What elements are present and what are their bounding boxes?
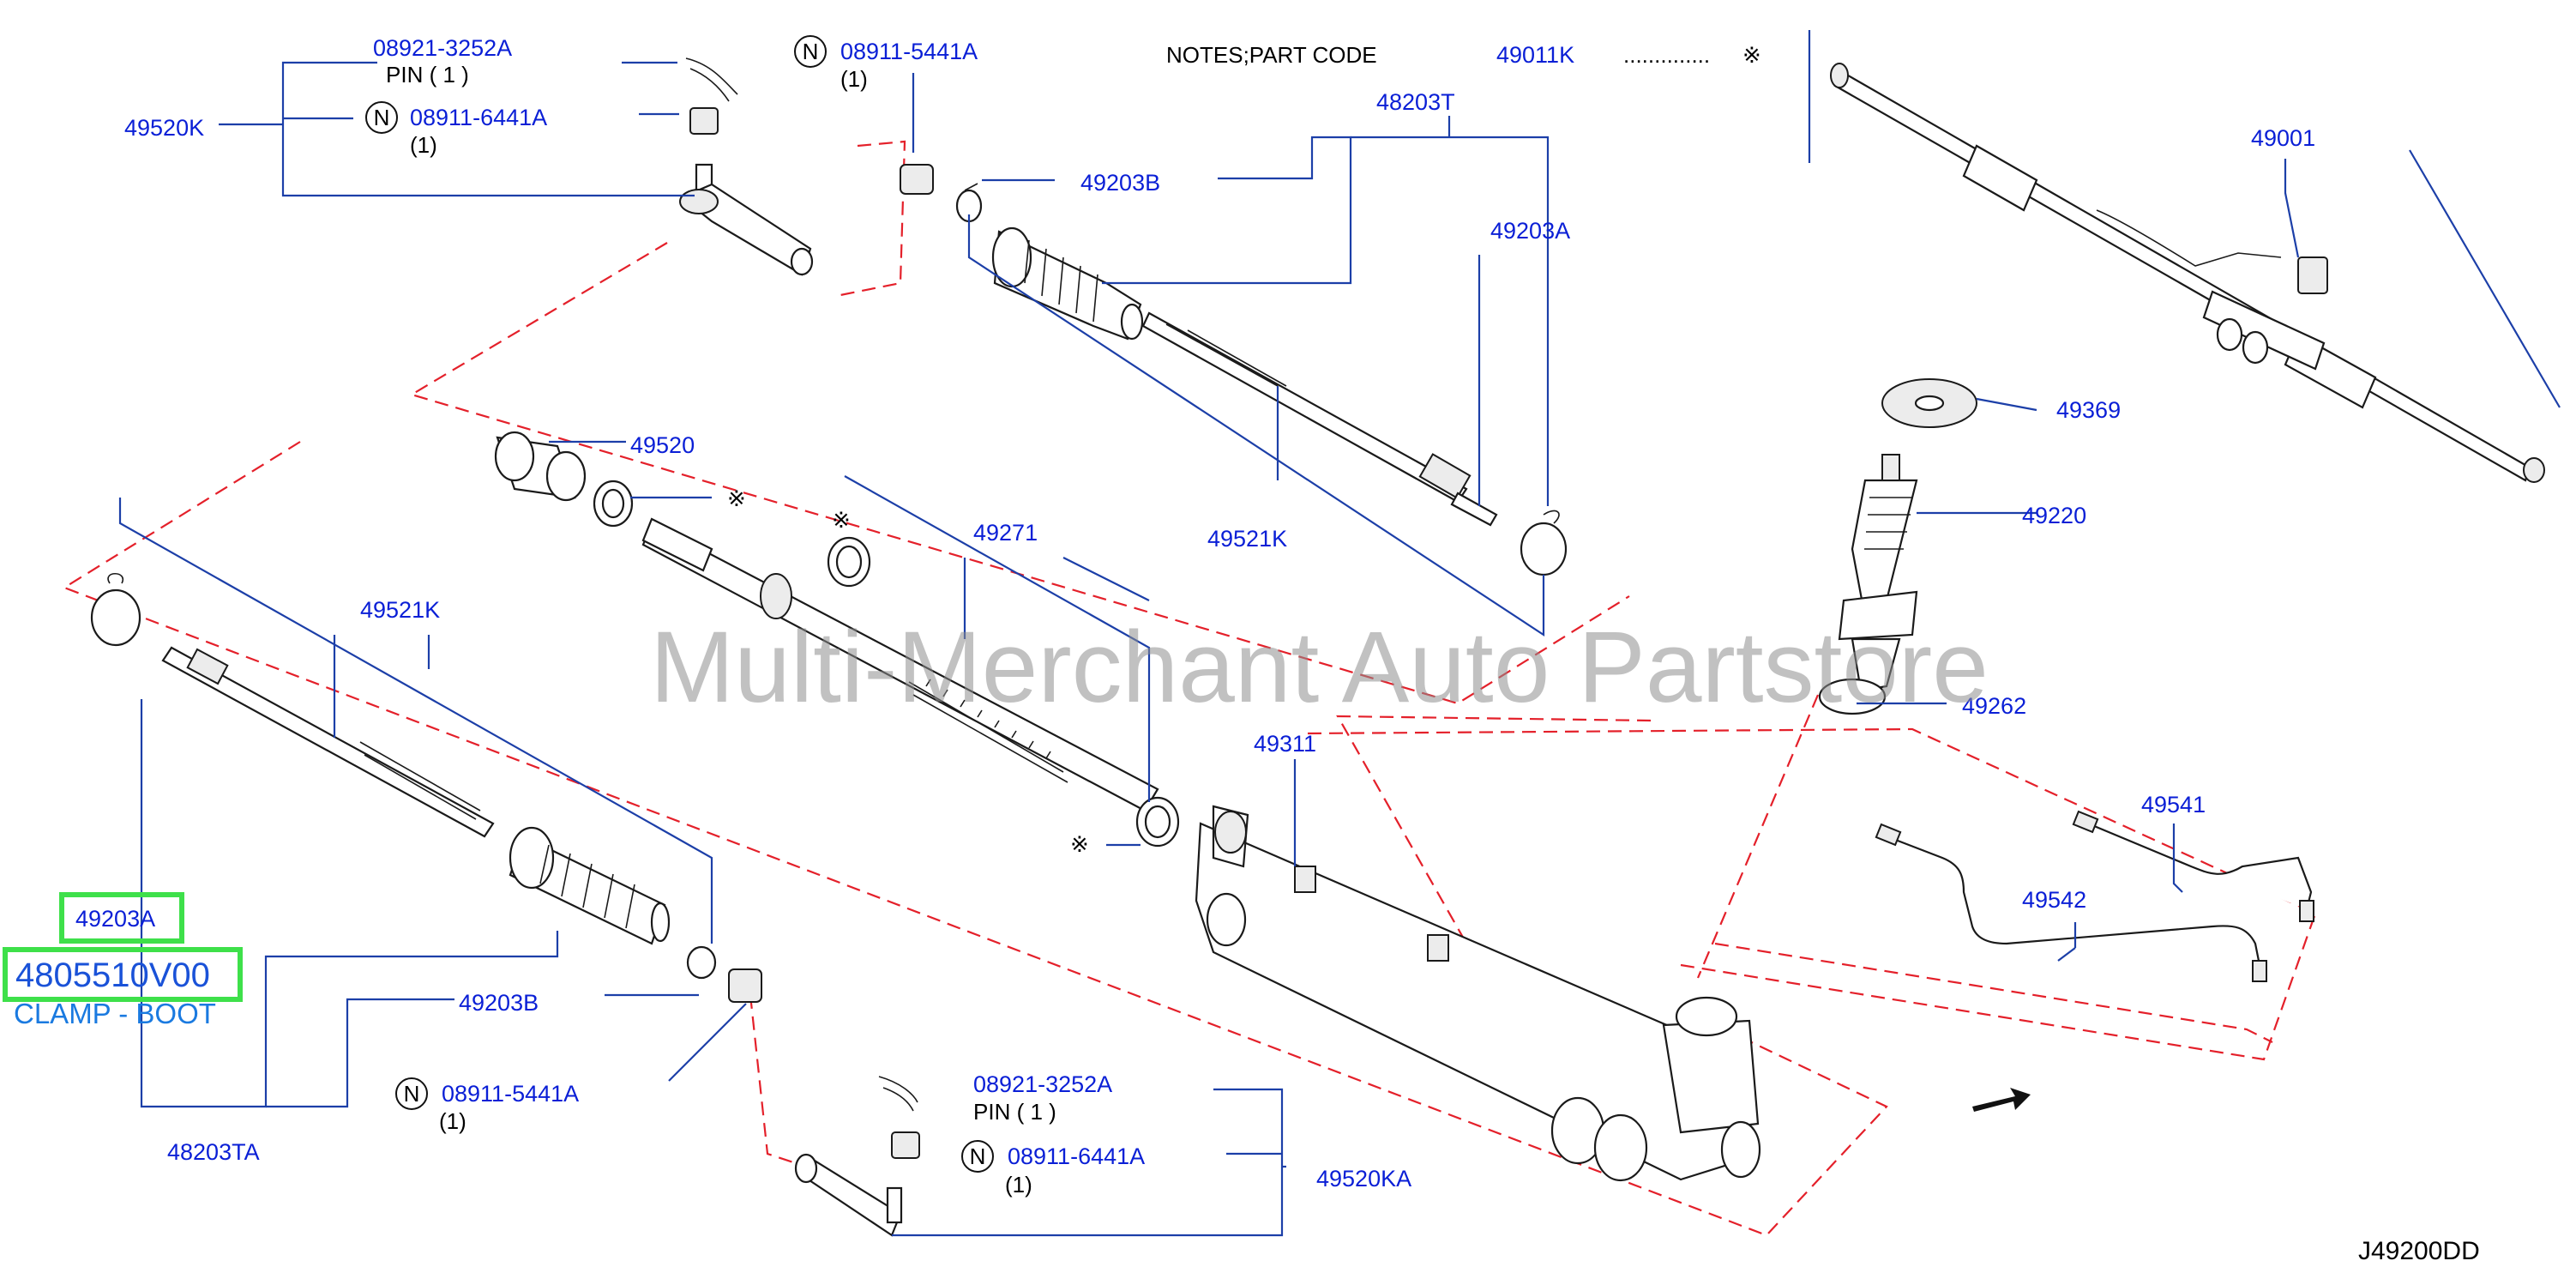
tie-rod-end-top xyxy=(679,57,814,276)
seal-ring-left xyxy=(593,480,634,528)
label-qty-6441A-bottom: (1) xyxy=(1005,1172,1032,1198)
tie-rod-end-bottom xyxy=(794,1076,920,1237)
label-49271: 49271 xyxy=(973,520,1038,546)
mark-seal-rack-end: ※ xyxy=(1070,831,1089,857)
label-48203TA: 48203TA xyxy=(167,1139,260,1165)
notes-label: NOTES;PART CODE xyxy=(1166,42,1377,68)
label-49520: 49520 xyxy=(630,432,695,458)
gear-housing-49311 xyxy=(1195,805,1761,1182)
clamp-boot-lower xyxy=(686,945,717,980)
watermark: Multi-Merchant Auto Partstore xyxy=(650,611,1989,724)
label-qty-6441A-top: (1) xyxy=(410,132,437,158)
leader-lines xyxy=(118,30,2561,1237)
label-49262: 49262 xyxy=(1962,693,2026,719)
n-symbol-c: N xyxy=(404,1081,420,1107)
clamp-left xyxy=(90,573,141,647)
highlighted-part[interactable]: 49203A 4805510V00 CLAMP - BOOT xyxy=(3,892,243,1029)
label-49541: 49541 xyxy=(2141,792,2206,817)
n-symbol-b: N xyxy=(803,39,819,64)
label-49521K-mid: 49521K xyxy=(1207,526,1287,552)
label-49203A-right: 49203A xyxy=(1490,218,1570,244)
inner-tie-rod-left xyxy=(161,646,495,838)
nut-lower xyxy=(728,968,762,1003)
highlighted-part-description: CLAMP - BOOT xyxy=(14,998,216,1029)
highlight-box-49203A xyxy=(59,892,184,944)
label-08921-3252A-top: 08921-3252A xyxy=(373,35,512,61)
boot-left xyxy=(509,826,671,945)
label-08911-6441A-bottom: 08911-6441A xyxy=(1008,1143,1145,1169)
pinion-49220 xyxy=(1838,454,1918,692)
n-symbol-a: N xyxy=(374,105,390,130)
label-49369: 49369 xyxy=(2056,397,2121,423)
label-49542: 49542 xyxy=(2022,887,2086,913)
label-pin-top: PIN ( 1 ) xyxy=(386,62,469,87)
mark-seal-mid: ※ xyxy=(832,507,851,533)
label-qty-5441A-bottom: (1) xyxy=(439,1108,466,1134)
label-49520KA: 49520KA xyxy=(1316,1166,1411,1192)
mark-seal-left: ※ xyxy=(727,486,746,511)
label-49220: 49220 xyxy=(2022,503,2086,528)
label-08921-3252A-bottom: 08921-3252A xyxy=(973,1071,1112,1097)
label-pin-bottom: PIN ( 1 ) xyxy=(973,1099,1056,1125)
washer-49369 xyxy=(1881,378,1977,428)
notes-code: 49011K xyxy=(1496,42,1574,68)
dashed-link-lines xyxy=(62,140,2317,1237)
nut-top xyxy=(900,164,934,195)
tube-49542 xyxy=(1875,823,2267,982)
label-qty-5441A-top: (1) xyxy=(840,66,868,92)
label-49203A-left: 49203A xyxy=(75,906,155,932)
inner-tie-rod-top xyxy=(1141,311,1498,527)
highlight-box-part-number xyxy=(3,947,243,1002)
part-labels: NOTES;PART CODE 49011K .............. ※ … xyxy=(124,35,2480,1265)
o-ring-49262 xyxy=(1818,678,1887,715)
label-49203B-bottom: 49203B xyxy=(459,990,539,1016)
clamp-right xyxy=(1520,510,1568,576)
highlighted-part-number[interactable]: 4805510V00 xyxy=(15,956,210,994)
seal-ring-mid xyxy=(827,536,871,588)
label-49311: 49311 xyxy=(1254,731,1316,757)
diagram-code: J49200DD xyxy=(2358,1237,2480,1265)
label-49001: 49001 xyxy=(2251,125,2315,151)
notes-mark: ※ xyxy=(1742,42,1761,68)
label-49203B-top: 49203B xyxy=(1080,170,1160,196)
label-49520K: 49520K xyxy=(124,115,204,141)
rack-assembly-49001 xyxy=(1830,63,2545,483)
seal-ring-rack-end xyxy=(1135,796,1180,848)
label-49521K-left: 49521K xyxy=(360,597,440,623)
rack-49271 xyxy=(641,517,1159,812)
label-48203T: 48203T xyxy=(1376,89,1455,115)
label-08911-6441A-top: 08911-6441A xyxy=(410,105,547,130)
label-08911-5441A-bottom: 08911-5441A xyxy=(442,1081,579,1107)
tube-49541 xyxy=(2072,810,2314,922)
n-symbols: N N N N xyxy=(365,35,994,1173)
label-08911-5441A-top: 08911-5441A xyxy=(840,39,978,64)
n-symbol-d: N xyxy=(970,1143,986,1169)
bushing-49520 xyxy=(494,431,587,502)
notes-dots: .............. xyxy=(1623,42,1710,68)
direction-arrow xyxy=(1972,1088,2031,1112)
